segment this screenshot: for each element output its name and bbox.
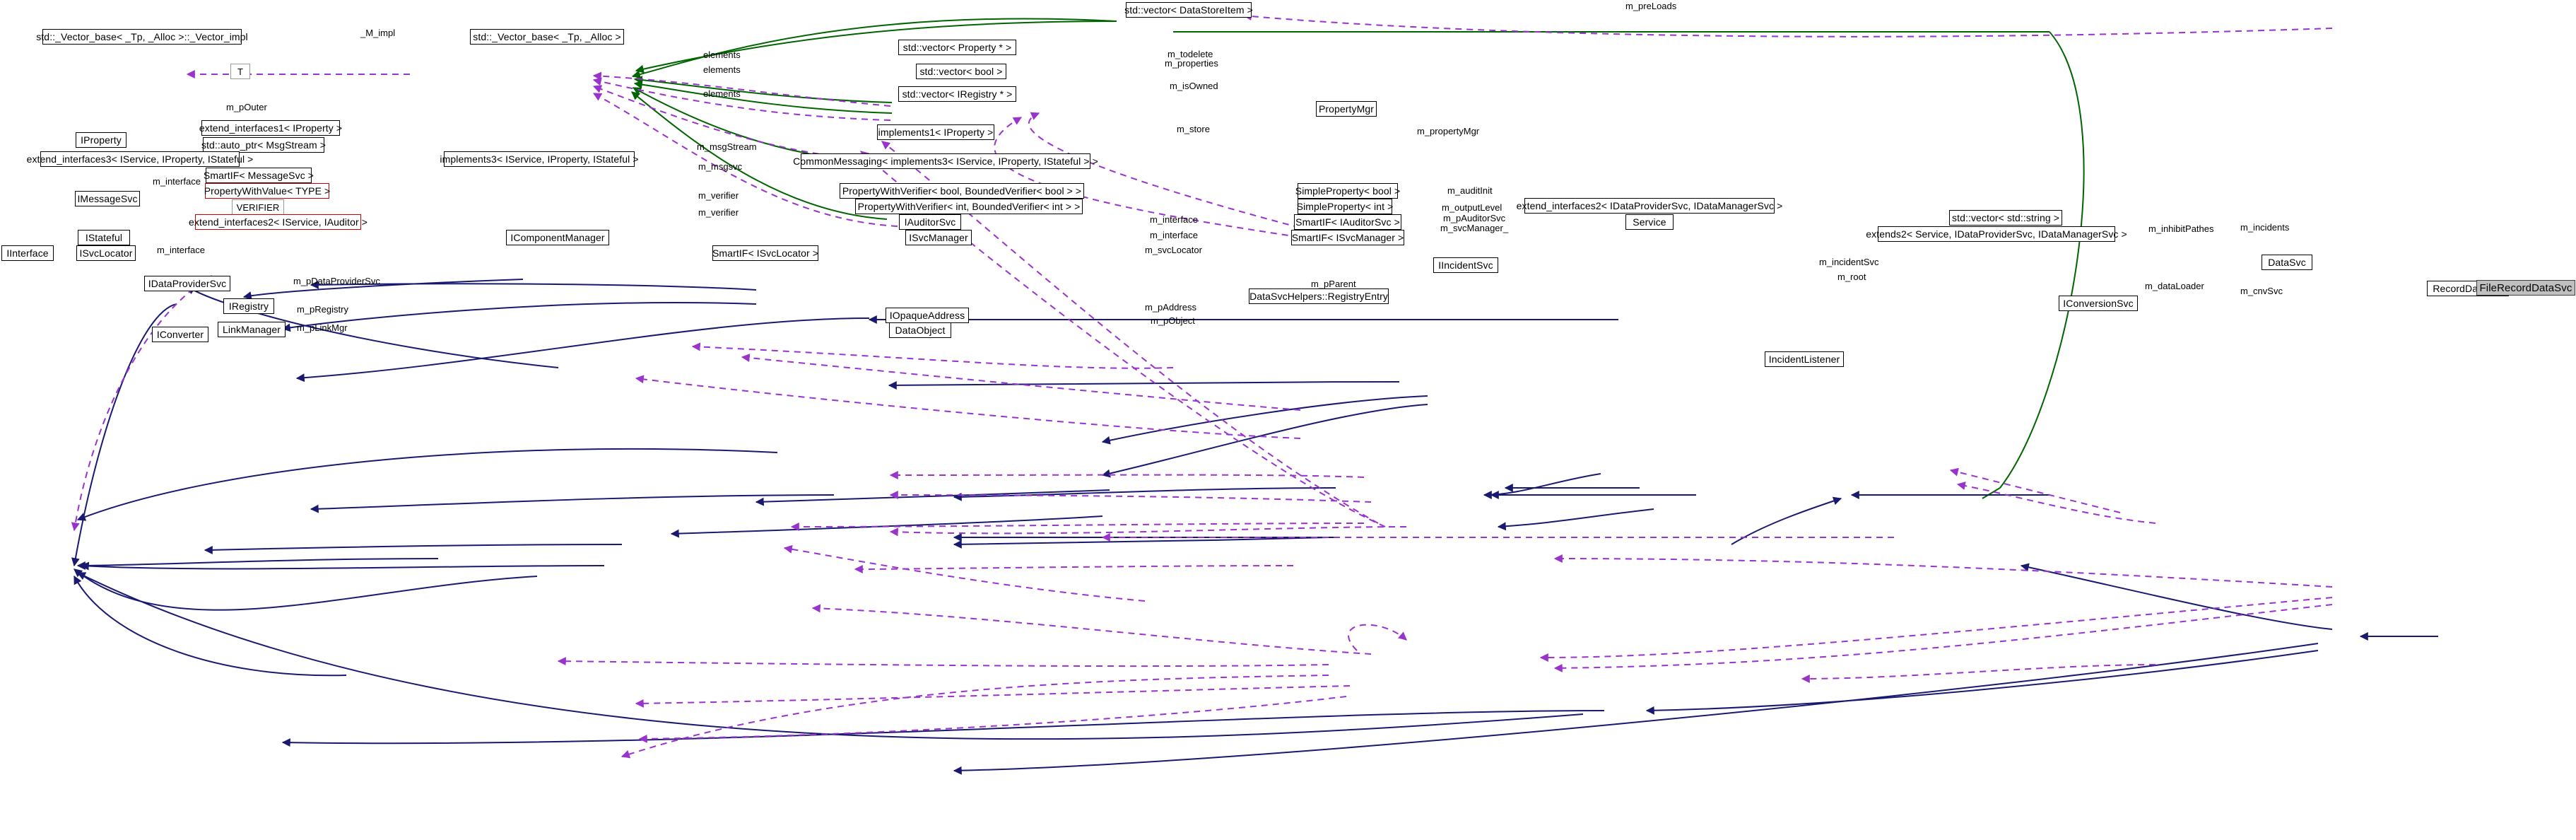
edge-label-m-paddress: m_pAddress bbox=[1145, 302, 1196, 313]
edge-label-m-isowned: m_isOwned bbox=[1170, 81, 1218, 91]
node-implements3-service-property-stateful[interactable]: implements3< IService, IProperty, IState… bbox=[440, 151, 639, 167]
edge-label-m-pdataprovidersvc: m_pDataProviderSvc bbox=[293, 276, 380, 286]
node-iregistry[interactable]: IRegistry bbox=[223, 298, 274, 314]
edge-label-m-impl: _M_impl bbox=[360, 28, 396, 38]
node-std-vector-datastoreitem[interactable]: std::vector< DataStoreItem > bbox=[1124, 2, 1253, 18]
node-std-vector-property-ptr[interactable]: std::vector< Property * > bbox=[898, 40, 1016, 55]
edge-label-m-plinkmgr: m_pLinkMgr bbox=[297, 322, 348, 333]
node-propertywithverifier-bool[interactable]: PropertyWithVerifier< bool, BoundedVerif… bbox=[840, 183, 1084, 199]
node-smartif-isvcmanager[interactable]: SmartIF< ISvcManager > bbox=[1291, 230, 1404, 245]
edge-label-m-verifier-1: m_verifier bbox=[698, 190, 739, 201]
node-template-param-verifier[interactable]: VERIFIER bbox=[232, 199, 284, 215]
node-smartif-messagesvc[interactable]: SmartIF< MessageSvc > bbox=[204, 168, 314, 183]
node-isvclocator[interactable]: ISvcLocator bbox=[76, 245, 136, 261]
node-std-vector-base[interactable]: std::_Vector_base< _Tp, _Alloc > bbox=[470, 29, 624, 45]
node-extend-interfaces2-dataprovidersvc-datamanagersvc[interactable]: extend_interfaces2< IDataProviderSvc, ID… bbox=[1517, 198, 1782, 214]
edge-label-m-outputlevel: m_outputLevel bbox=[1442, 202, 1502, 213]
edge-label-m-interface-4: m_interface bbox=[157, 245, 205, 255]
node-datasvchelpers-registryentry[interactable]: DataSvcHelpers::RegistryEntry bbox=[1249, 288, 1389, 304]
node-std-vector-iregistry-ptr[interactable]: std::vector< IRegistry * > bbox=[898, 86, 1016, 102]
edge-label-elements-2: elements bbox=[703, 64, 741, 75]
node-extend-interfaces3-service-property-stateful[interactable]: extend_interfaces3< IService, IProperty,… bbox=[27, 151, 253, 167]
edge-label-m-store: m_store bbox=[1177, 124, 1210, 134]
edge-label-m-verifier-2: m_verifier bbox=[698, 207, 739, 218]
edge-label-m-msgsvc: m_msgsvc bbox=[698, 161, 743, 172]
edge-label-m-svclocator: m_svcLocator bbox=[1145, 245, 1202, 255]
edge-label-m-incidents: m_incidents bbox=[2240, 222, 2290, 233]
edge-label-m-interface-2: m_interface bbox=[1150, 214, 1198, 225]
node-simpleproperty-int[interactable]: SimpleProperty< int > bbox=[1297, 199, 1393, 214]
edge-label-m-pouter: m_pOuter bbox=[226, 102, 267, 112]
node-idataprovidersvc[interactable]: IDataProviderSvc bbox=[144, 276, 230, 291]
node-extends2-service-dataprovidersvc-datamanagersvc[interactable]: extends2< Service, IDataProviderSvc, IDa… bbox=[1866, 226, 2127, 242]
edge-label-m-interface-1: m_interface bbox=[153, 176, 201, 187]
inheritance-edges bbox=[71, 279, 2439, 775]
edge-label-m-interface-3: m_interface bbox=[1150, 230, 1198, 240]
edge-label-elements-3: elements bbox=[703, 88, 741, 99]
edge-label-m-msgstream: m_msgStream bbox=[697, 141, 757, 152]
node-implements1-iproperty[interactable]: implements1< IProperty > bbox=[877, 124, 994, 140]
node-incidentlistener[interactable]: IncidentListener bbox=[1765, 351, 1844, 367]
edge-label-m-auditinit: m_auditInit bbox=[1447, 185, 1493, 196]
edge-label-m-pregistry: m_pRegistry bbox=[297, 304, 348, 315]
node-std-vector-bool[interactable]: std::vector< bool > bbox=[916, 64, 1006, 79]
node-std-vector-base-vector-impl[interactable]: std::_Vector_base< _Tp, _Alloc >::_Vecto… bbox=[36, 29, 248, 45]
edge-label-elements-1: elements bbox=[703, 49, 741, 60]
edge-label-m-pparent: m_pParent bbox=[1311, 279, 1356, 289]
template-long-edges bbox=[1173, 30, 2085, 499]
node-iopaqueaddress[interactable]: IOpaqueAddress bbox=[886, 308, 969, 323]
node-iconversionsvc[interactable]: IConversionSvc bbox=[2059, 296, 2138, 311]
edge-label-m-propertymgr: m_propertyMgr bbox=[1417, 126, 1480, 136]
edge-label-m-incidentsvc: m_incidentSvc bbox=[1819, 257, 1879, 267]
node-smartif-iauditorsvc[interactable]: SmartIF< IAuditorSvc > bbox=[1294, 214, 1401, 230]
node-isvcmanager[interactable]: ISvcManager bbox=[905, 230, 972, 245]
node-extend-interfaces1-iproperty[interactable]: extend_interfaces1< IProperty > bbox=[199, 120, 342, 136]
node-simpleproperty-bool[interactable]: SimpleProperty< bool > bbox=[1295, 183, 1400, 199]
node-iinterface[interactable]: IInterface bbox=[1, 245, 54, 261]
node-commonmessaging[interactable]: CommonMessaging< implements3< IService, … bbox=[793, 153, 1098, 169]
node-iconverter[interactable]: IConverter bbox=[152, 327, 208, 342]
node-datasvc[interactable]: DataSvc bbox=[2262, 255, 2312, 270]
node-iproperty[interactable]: IProperty bbox=[76, 132, 127, 148]
node-istateful[interactable]: IStateful bbox=[78, 230, 130, 245]
node-filerecorddatasvc[interactable]: FileRecordDataSvc bbox=[2476, 280, 2575, 296]
node-service[interactable]: Service bbox=[1625, 214, 1674, 230]
node-template-param-t-visible[interactable]: T bbox=[230, 64, 250, 79]
node-smartif-isvclocator[interactable]: SmartIF< ISvcLocator > bbox=[712, 245, 818, 261]
edge-label-m-pauditorsvc: m_pAuditorSvc bbox=[1443, 213, 1506, 223]
node-iauditorsvc[interactable]: IAuditorSvc bbox=[899, 214, 961, 230]
node-imessagesvc[interactable]: IMessageSvc bbox=[75, 191, 140, 206]
edge-label-m-svcmanager: m_svcManager_ bbox=[1440, 223, 1509, 233]
node-dataobject[interactable]: DataObject bbox=[889, 322, 951, 338]
node-extend-interfaces2-service-iauditor[interactable]: extend_interfaces2< IService, IAuditor > bbox=[189, 214, 367, 230]
node-propertymgr[interactable]: PropertyMgr bbox=[1316, 101, 1377, 117]
node-propertywithvalue-type[interactable]: PropertyWithValue< TYPE > bbox=[204, 183, 330, 199]
edge-label-m-root: m_root bbox=[1837, 272, 1866, 282]
node-propertywithverifier-int[interactable]: PropertyWithVerifier< int, BoundedVerifi… bbox=[855, 199, 1083, 214]
edge-label-m-cnvsvc: m_cnvSvc bbox=[2240, 286, 2283, 296]
node-std-vector-std-string[interactable]: std::vector< std::string > bbox=[1949, 210, 2062, 226]
node-icomponentmanager[interactable]: IComponentManager bbox=[506, 230, 609, 245]
edge-label-m-dataloader: m_dataLoader bbox=[2145, 281, 2204, 291]
edge-label-m-properties: m_properties bbox=[1165, 58, 1218, 69]
node-std-auto-ptr-msgstream[interactable]: std::auto_ptr< MsgStream > bbox=[201, 137, 326, 153]
edge-label-m-todelete: m_todelete bbox=[1168, 49, 1213, 59]
node-linkmanager[interactable]: LinkManager bbox=[218, 322, 286, 337]
edge-label-m-inhibitpathes: m_inhibitPathes bbox=[2148, 223, 2214, 234]
edge-label-m-pobject: m_pObject bbox=[1151, 315, 1195, 326]
node-iincidentsvc[interactable]: IIncidentSvc bbox=[1433, 257, 1498, 273]
edge-label-m-preloads: m_preLoads bbox=[1625, 1, 1677, 11]
